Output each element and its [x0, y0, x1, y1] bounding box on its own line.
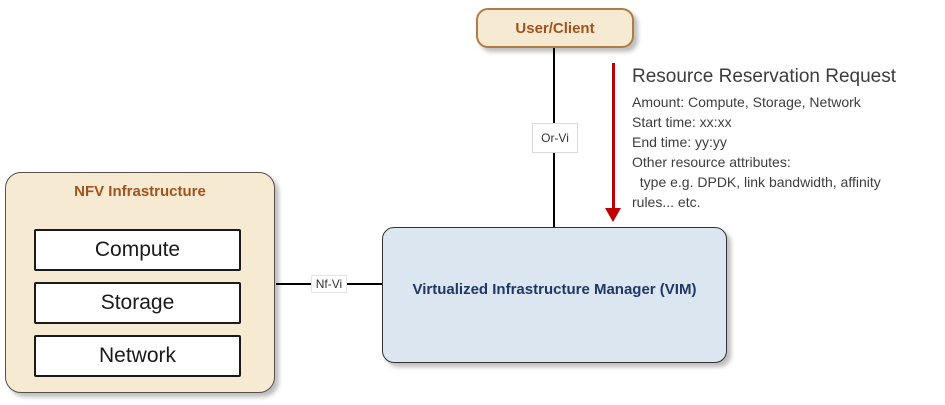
annotation-line: type e.g. DPDK, link bandwidth, affinity [632, 174, 881, 190]
nfv-infrastructure-node: NFV Infrastructure Compute Storage Netwo… [5, 172, 275, 393]
storage-label: Storage [100, 291, 175, 314]
or-vi-label-text: Or-Vi [541, 131, 569, 145]
user-client-node: User/Client [476, 8, 634, 48]
nf-vi-label-text: Nf-Vi [315, 277, 343, 291]
storage-node: Storage [34, 282, 241, 324]
compute-node: Compute [34, 229, 241, 271]
annotation-line: Amount: Compute, Storage, Network [632, 94, 861, 110]
nf-vi-label: Nf-Vi [311, 275, 347, 293]
annotation-line: Other resource attributes: [632, 154, 791, 170]
annotation-title: Resource Reservation Request [632, 66, 897, 87]
reservation-request-arrow-head-icon [605, 208, 621, 222]
vim-node: Virtualized Infrastructure Manager (VIM) [382, 227, 727, 363]
user-client-label: User/Client [515, 19, 595, 37]
vim-label: Virtualized Infrastructure Manager (VIM) [412, 280, 697, 298]
network-node: Network [34, 335, 241, 377]
annotation-line: Start time: xx:xx [632, 114, 732, 130]
reservation-request-arrow-line [612, 63, 615, 209]
annotation-line: rules... etc. [632, 194, 701, 210]
reservation-request-annotation: Resource Reservation Request Amount: Com… [632, 64, 937, 212]
or-vi-label: Or-Vi [532, 123, 578, 153]
annotation-line: End time: yy:yy [632, 134, 727, 150]
network-label: Network [98, 344, 177, 367]
nfv-infrastructure-title: NFV Infrastructure [74, 183, 206, 200]
compute-label: Compute [94, 238, 181, 261]
